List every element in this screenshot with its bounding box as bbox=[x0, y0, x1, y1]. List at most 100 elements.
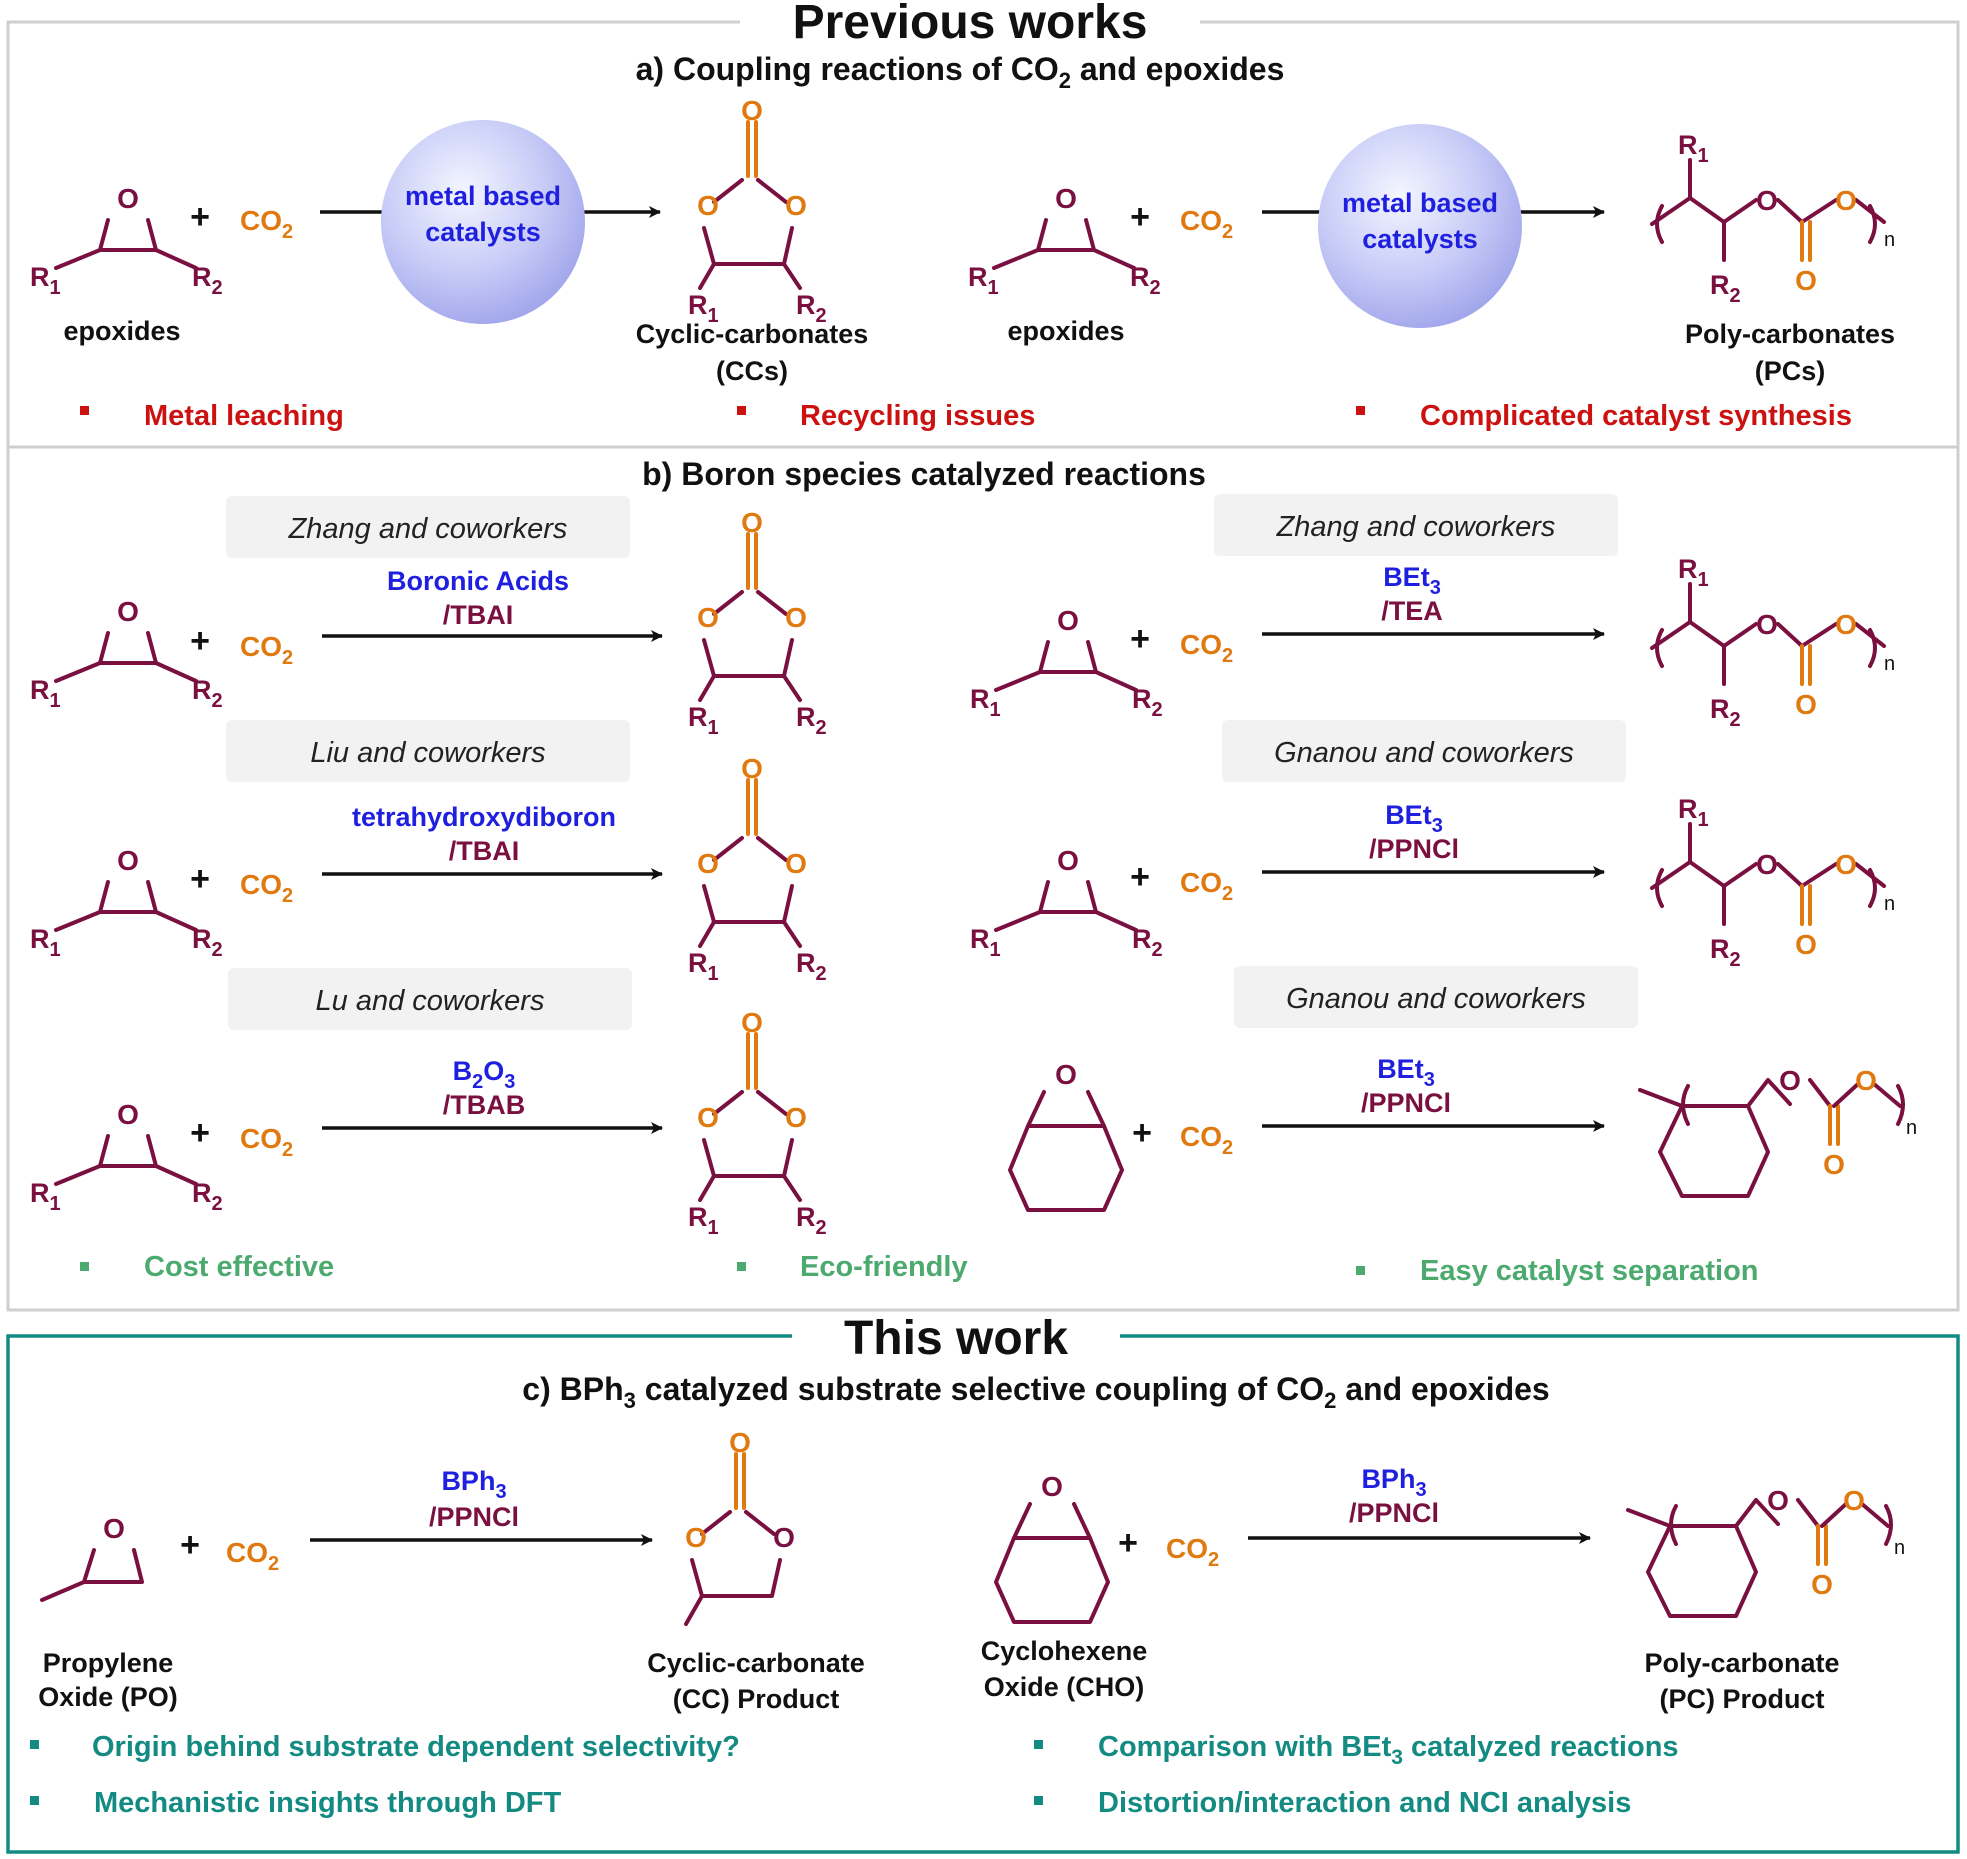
svg-text:O: O bbox=[1795, 929, 1817, 960]
svg-text:/TBAI: /TBAI bbox=[443, 600, 514, 630]
bullet-cost-effective: Cost effective bbox=[144, 1251, 334, 1283]
author-box-l2 bbox=[226, 720, 630, 782]
svg-text:R1: R1 bbox=[30, 262, 61, 299]
section-b-title: b) Boron species catalyzed reactions bbox=[642, 456, 1206, 492]
svg-text:O: O bbox=[785, 848, 807, 879]
polycarbonate-b2: R1 R2 O O O n bbox=[1650, 794, 1895, 971]
svg-text:O: O bbox=[741, 753, 763, 784]
svg-text:/PPNCl: /PPNCl bbox=[1369, 834, 1459, 864]
epoxides-label-a1: epoxides bbox=[63, 316, 180, 346]
svg-text:O: O bbox=[1055, 1059, 1077, 1090]
svg-text:R2: R2 bbox=[192, 924, 223, 961]
bullet-eco-friendly: Eco-friendly bbox=[800, 1251, 968, 1283]
plus-a1: + bbox=[190, 198, 210, 236]
bullet-metal-leaching: Metal leaching bbox=[144, 400, 344, 432]
svg-text:CO2: CO2 bbox=[240, 631, 293, 669]
svg-text:CO2: CO2 bbox=[1166, 1533, 1219, 1571]
svg-text:O: O bbox=[117, 845, 139, 876]
section-c-title: c) BPh3 catalyzed substrate selective co… bbox=[522, 1371, 1549, 1413]
svg-text:R2: R2 bbox=[1710, 270, 1741, 307]
svg-text:Oxide (PO): Oxide (PO) bbox=[38, 1682, 178, 1712]
svg-text:(CCs): (CCs) bbox=[716, 356, 788, 386]
catalyst-bet3-1: BEt3 bbox=[1383, 562, 1441, 599]
svg-text:R2: R2 bbox=[796, 290, 827, 327]
section-a-title: a) Coupling reactions of CO2 and epoxide… bbox=[636, 51, 1285, 93]
svg-text:O: O bbox=[1835, 609, 1857, 640]
svg-text:/TBAB: /TBAB bbox=[443, 1090, 526, 1120]
svg-text:Gnanou and coworkers: Gnanou and coworkers bbox=[1286, 983, 1586, 1015]
cyclohexene-oxide-b: O bbox=[1008, 1059, 1124, 1212]
co2-a1: CO2 bbox=[240, 205, 293, 243]
svg-text:O: O bbox=[1795, 689, 1817, 720]
svg-text:CO2: CO2 bbox=[226, 1537, 279, 1575]
svg-text:O: O bbox=[1756, 185, 1778, 216]
svg-text:O: O bbox=[1767, 1485, 1789, 1516]
plus-a2: + bbox=[1130, 198, 1150, 236]
metal-catalyst-label-a2: metal based bbox=[1342, 188, 1498, 218]
svg-text:(PCs): (PCs) bbox=[1755, 356, 1826, 386]
svg-text:n: n bbox=[1884, 229, 1895, 251]
svg-text:+: + bbox=[1132, 1114, 1152, 1152]
svg-text:R1: R1 bbox=[970, 684, 1001, 721]
svg-text:R2: R2 bbox=[192, 1178, 223, 1215]
svg-text:(PC) Product: (PC) Product bbox=[1660, 1684, 1825, 1714]
svg-text:Zhang and coworkers: Zhang and coworkers bbox=[288, 513, 568, 545]
svg-text:CO2: CO2 bbox=[240, 869, 293, 907]
epoxide-b-l1: O R1 R2 bbox=[30, 596, 223, 712]
svg-text:O: O bbox=[117, 1099, 139, 1130]
svg-text:O: O bbox=[785, 602, 807, 633]
cc-label-a: Cyclic-carbonates bbox=[636, 319, 869, 349]
svg-text:R2: R2 bbox=[796, 948, 827, 985]
svg-text:/PPNCl: /PPNCl bbox=[1349, 1498, 1439, 1528]
author-box-l3 bbox=[228, 968, 632, 1030]
catalyst-bph3-1: BPh3 bbox=[441, 1466, 506, 1503]
previous-works-frame bbox=[6, 20, 1960, 1312]
svg-text:CO2: CO2 bbox=[1180, 1121, 1233, 1159]
svg-text:R2: R2 bbox=[1132, 684, 1163, 721]
co2-a2: CO2 bbox=[1180, 205, 1233, 243]
svg-text:/PPNCl: /PPNCl bbox=[1361, 1088, 1451, 1118]
svg-text:R2: R2 bbox=[192, 675, 223, 712]
cc-label-c: Cyclic-carbonate bbox=[647, 1648, 865, 1678]
svg-text:R1: R1 bbox=[968, 262, 999, 299]
svg-text:+: + bbox=[1130, 858, 1150, 896]
bullet-easy-separation: Easy catalyst separation bbox=[1420, 1255, 1759, 1287]
catalyst-tetrahydroxydiboron: tetrahydroxydiboron bbox=[352, 802, 616, 832]
svg-text:R1: R1 bbox=[688, 1202, 719, 1239]
svg-text:R1: R1 bbox=[30, 1178, 61, 1215]
previous-works-title: Previous works bbox=[793, 0, 1148, 49]
catalyst-b2o3: B2O3 bbox=[453, 1056, 516, 1093]
epoxide-a2: O R1 R2 bbox=[968, 183, 1161, 299]
cyclic-carbonate-b2: O O O R1 R2 bbox=[688, 753, 827, 985]
svg-text:catalysts: catalysts bbox=[1362, 224, 1478, 254]
svg-text:n: n bbox=[1894, 1537, 1905, 1559]
bullet-comparison-bet3: Comparison with BEt3 catalyzed reactions bbox=[1098, 1731, 1679, 1769]
svg-text:O: O bbox=[1057, 605, 1079, 636]
cyclohexene-oxide-c: O bbox=[994, 1471, 1110, 1624]
svg-text:O: O bbox=[773, 1522, 795, 1553]
svg-text:+: + bbox=[1118, 1524, 1138, 1562]
svg-text:+: + bbox=[190, 860, 210, 898]
svg-text:+: + bbox=[190, 622, 210, 660]
po-label: Propylene bbox=[43, 1648, 174, 1678]
svg-text:O: O bbox=[697, 190, 719, 221]
pc-label-a: Poly-carbonates bbox=[1685, 319, 1895, 349]
epoxide-b-r2: O R1 R2 bbox=[970, 845, 1163, 961]
svg-text:Zhang and coworkers: Zhang and coworkers bbox=[1276, 511, 1556, 543]
svg-text:O: O bbox=[741, 507, 763, 538]
catalyst-boronic-acids: Boronic Acids bbox=[387, 566, 569, 596]
cyclic-carbonate-b1: O O O R1 R2 bbox=[688, 507, 827, 739]
catalyst-bph3-2: BPh3 bbox=[1361, 1464, 1426, 1501]
epoxides-label-a2: epoxides bbox=[1007, 316, 1124, 346]
catalyst-bet3-3: BEt3 bbox=[1377, 1054, 1435, 1091]
polycarbonate-b1: R1 R2 O O O n bbox=[1650, 554, 1895, 731]
epoxide-b-l2: O R1 R2 bbox=[30, 845, 223, 961]
svg-text:O: O bbox=[103, 1513, 125, 1544]
svg-text:R1: R1 bbox=[30, 675, 61, 712]
svg-text:O: O bbox=[685, 1522, 707, 1553]
svg-text:R1: R1 bbox=[30, 924, 61, 961]
svg-text:O: O bbox=[1756, 849, 1778, 880]
svg-text:O: O bbox=[1823, 1149, 1845, 1180]
svg-text:CO2: CO2 bbox=[1180, 629, 1233, 667]
